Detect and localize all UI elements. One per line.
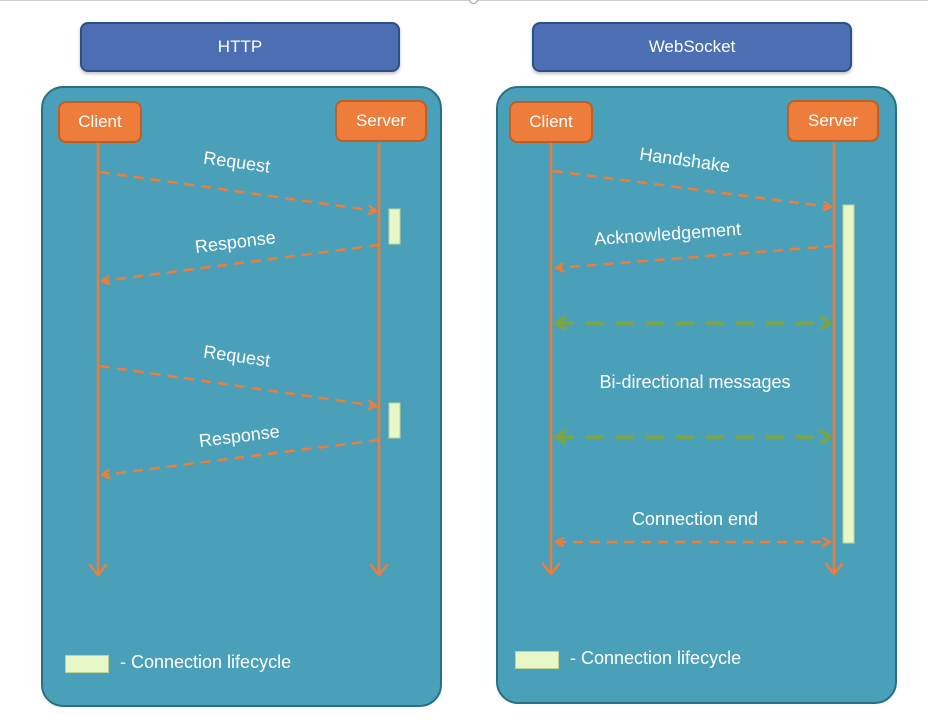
http-lifecycle-bar-1 <box>388 208 401 245</box>
ws-legend-text: - Connection lifecycle <box>570 648 742 668</box>
ws-legend-swatch <box>515 651 559 669</box>
http-legend-swatch <box>65 655 109 673</box>
ws-bidirectional-label: Bi-directional messages <box>599 372 790 392</box>
http-request-arrow-1 <box>99 170 376 211</box>
ws-server-lifeline-arrow-icon <box>824 562 844 576</box>
ws-acknowledgement-label: Acknowledgement <box>594 219 742 249</box>
ws-handshake-arrow <box>552 169 831 207</box>
ws-acknowledgement-arrow <box>556 244 835 268</box>
http-request-label-1: Request <box>202 147 271 176</box>
websocket-title: WebSocket <box>532 22 852 72</box>
ws-handshake-label: Handshake <box>638 144 731 176</box>
ws-lifecycle-bar <box>842 204 855 544</box>
http-panel <box>41 86 442 707</box>
http-client-lifeline-arrow-icon <box>88 563 108 577</box>
http-response-arrow-1 <box>102 243 380 281</box>
top-border-line <box>0 0 928 1</box>
ws-connection-end-label: Connection end <box>632 509 758 529</box>
http-server-box: Server <box>335 100 427 142</box>
ws-server-box: Server <box>787 100 879 142</box>
http-server-lifeline-arrow-icon <box>369 563 389 577</box>
http-request-arrow-2 <box>99 364 376 406</box>
http-client-box: Client <box>58 101 142 143</box>
http-legend-text: - Connection lifecycle <box>120 652 292 672</box>
http-request-label-2: Request <box>202 341 271 370</box>
ws-client-lifeline-arrow-icon <box>541 562 561 576</box>
http-response-label-2: Response <box>198 421 281 451</box>
http-response-label-1: Response <box>194 227 277 257</box>
http-title: HTTP <box>80 22 400 72</box>
http-response-arrow-2 <box>102 438 380 475</box>
http-lifecycle-bar-2 <box>388 402 401 439</box>
ws-client-box: Client <box>509 101 593 143</box>
